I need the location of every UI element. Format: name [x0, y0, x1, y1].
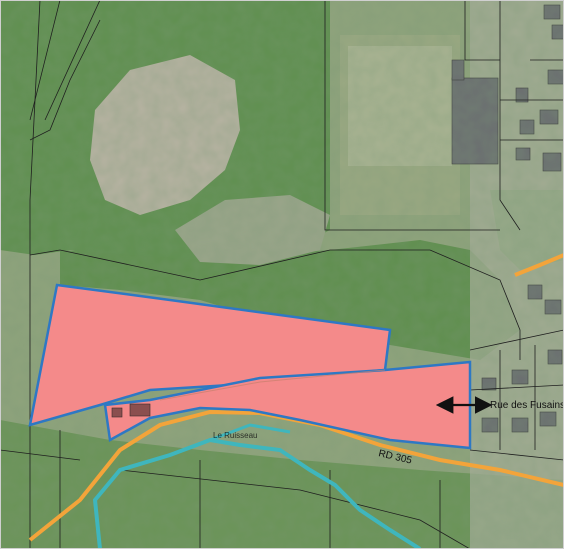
study-parcels: [28, 283, 472, 450]
parcel-inner-line: [159, 369, 386, 401]
road-upper-right: [514, 253, 564, 277]
building: [111, 407, 123, 418]
parcel-east: [103, 360, 472, 450]
street-label-fusains: Rue des Fusains: [490, 400, 564, 411]
stream: [92, 437, 422, 549]
parcel-buildings: [111, 403, 151, 418]
stream-label: Le Ruisseau: [213, 431, 257, 440]
building: [129, 403, 151, 417]
stream-branch: [209, 423, 291, 442]
